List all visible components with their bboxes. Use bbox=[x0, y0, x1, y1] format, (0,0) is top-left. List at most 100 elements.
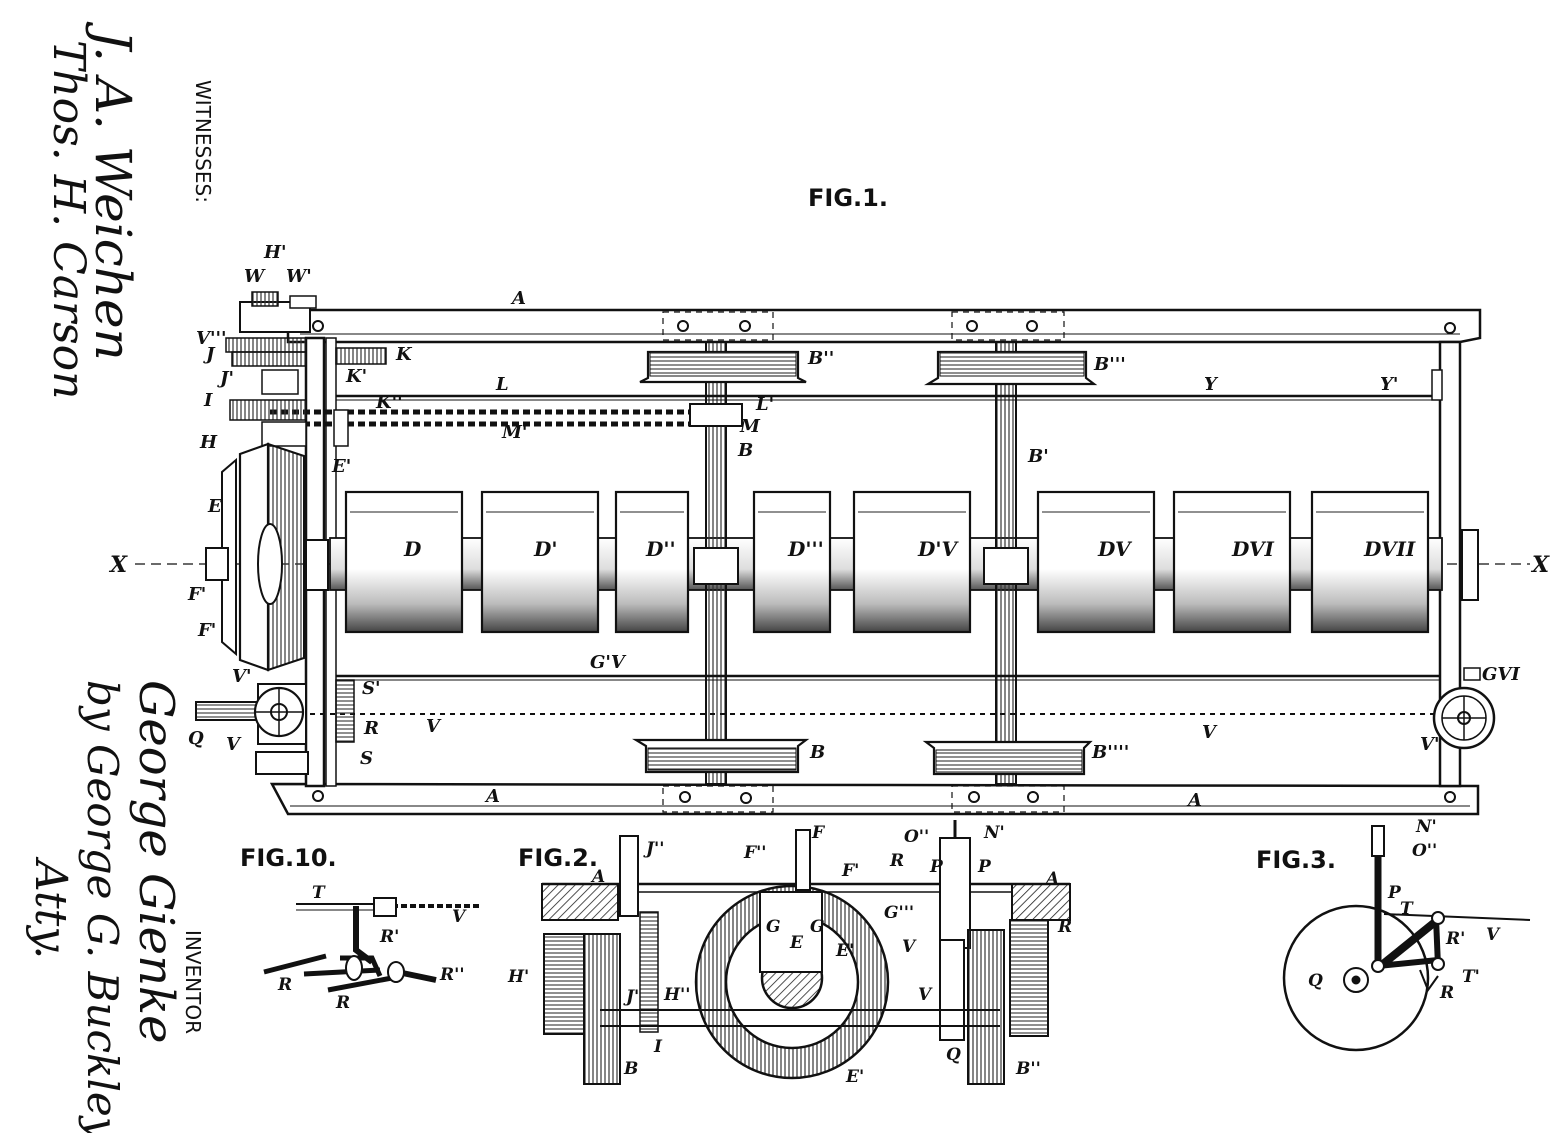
fig1-label-e1: E' bbox=[331, 456, 351, 477]
fig1-label-s1: S' bbox=[362, 678, 381, 699]
frame-rivets bbox=[312, 320, 1456, 804]
fig1-label-w: W bbox=[244, 266, 266, 287]
drum-d2 bbox=[614, 490, 690, 634]
fig2-label-o2: O'' bbox=[904, 827, 929, 847]
fig1-label-x-left: X bbox=[108, 552, 128, 578]
fig1-label-a-top: A bbox=[510, 288, 526, 309]
fig1-label-k2: K'' bbox=[375, 392, 403, 413]
fig10-label-r2: R'' bbox=[439, 965, 465, 985]
fig2-label-r: R bbox=[889, 851, 904, 871]
fig2-label-f: F bbox=[811, 823, 826, 843]
fig2-label-b: B bbox=[623, 1059, 638, 1079]
fig2-label-a-right: A bbox=[1044, 869, 1059, 889]
fig10-label-r1: R' bbox=[379, 927, 399, 947]
drum-d4 bbox=[852, 490, 972, 634]
fig1-label-d7: DVII bbox=[1363, 537, 1416, 561]
drum-d6 bbox=[1172, 490, 1292, 634]
fig10-label-t: T bbox=[312, 883, 326, 903]
left-gear-train bbox=[225, 291, 387, 447]
witnesses-caption: WITNESSES: bbox=[191, 80, 215, 203]
fig2-label-e1-lower: E' bbox=[845, 1067, 864, 1087]
fig1-label-k1: K' bbox=[345, 366, 367, 387]
fig1-label-g4: G'V bbox=[590, 652, 627, 673]
fig2-labels: A A J'' F F'' F' R R P P O'' N' G''' G G… bbox=[507, 823, 1072, 1087]
right-wheel-v1 bbox=[1431, 369, 1496, 750]
fig1-label-w1: W' bbox=[286, 266, 312, 287]
fig2-label-g-right: G bbox=[810, 917, 825, 937]
drum-d1 bbox=[480, 490, 600, 634]
fig1-label-h1: H' bbox=[263, 242, 287, 263]
fig3-caption: FIG.3. bbox=[1256, 846, 1336, 874]
fig1-label-v3: V''' bbox=[196, 328, 227, 349]
fig1-label-e: E bbox=[207, 496, 222, 517]
fig2-label-v-lower: V bbox=[918, 985, 933, 1005]
fig1-label-q: Q bbox=[188, 728, 204, 749]
fig1-label-d: D bbox=[403, 537, 422, 561]
fig1-label-y1: Y' bbox=[1380, 374, 1398, 395]
fig1-label-k: K bbox=[395, 344, 413, 365]
figure-captions: FIG.1. FIG.10. FIG.2. FIG.3. bbox=[240, 184, 1336, 874]
fig3-label-o2: O'' bbox=[1412, 841, 1437, 861]
fig10-caption: FIG.10. bbox=[240, 844, 337, 872]
fig1-label-d2: D'' bbox=[645, 537, 676, 561]
fig1-label-h: H bbox=[199, 432, 218, 453]
fig1-label-l1: L' bbox=[755, 394, 774, 415]
fig2-label-e: E bbox=[789, 933, 804, 953]
fig3-label-q: Q bbox=[1308, 971, 1323, 991]
fig2-label-a-left: A bbox=[590, 867, 605, 887]
fig1-label-i: I bbox=[203, 390, 213, 411]
fig1-drawing bbox=[135, 291, 1530, 816]
fig1-label-d6: DVI bbox=[1231, 537, 1275, 561]
fig1-label-b: B bbox=[737, 440, 753, 461]
bevel-gear-e bbox=[205, 442, 329, 672]
fig2-label-p-right: P bbox=[977, 857, 992, 877]
fig2-label-r-right: R bbox=[1057, 917, 1072, 937]
fig1-label-j1: J' bbox=[217, 368, 234, 389]
fig1-label-b3: B''' bbox=[1093, 354, 1126, 375]
fig1-label-b-lower: B bbox=[809, 742, 825, 763]
fig1-label-y: Y bbox=[1204, 374, 1219, 395]
drum-d7 bbox=[1310, 490, 1430, 634]
fig1-label-v1-right: V' bbox=[1420, 734, 1439, 755]
fig1-label-v: V bbox=[226, 734, 242, 755]
fig10-label-r-left: R bbox=[277, 975, 292, 995]
drum-row bbox=[344, 490, 1430, 634]
fig2-label-g-left: G bbox=[766, 917, 781, 937]
fig1-label-d1: D' bbox=[533, 537, 557, 561]
fig1-labels: A A A B B B' B'' B''' B'''' D D' D'' D''… bbox=[108, 242, 1550, 811]
fig1-label-v1: V' bbox=[232, 666, 251, 687]
fig10-label-v: V bbox=[452, 907, 467, 927]
fig3-label-t1: T' bbox=[1462, 967, 1480, 987]
fig1-label-g6: GVI bbox=[1482, 664, 1520, 685]
fig1-label-r: R bbox=[363, 718, 379, 739]
frame-top-rail bbox=[286, 308, 1482, 344]
fig3-label-v: V bbox=[1486, 925, 1501, 945]
fig10-labels: T V R' R'' R R bbox=[277, 883, 467, 1013]
fig2-label-j2: J'' bbox=[643, 839, 664, 859]
fig2-label-v: V bbox=[902, 937, 917, 957]
inventor-signature-attorney: by George G. Buckley bbox=[78, 680, 127, 1133]
fig10-label-r-mid: R bbox=[335, 993, 350, 1013]
fig3-label-r1: R' bbox=[1445, 929, 1465, 949]
inventor-signature-name: George Gienke bbox=[128, 680, 184, 1044]
fig1-label-x-right: X bbox=[1530, 552, 1550, 578]
fig1-label-s: S bbox=[360, 748, 373, 769]
fig3-label-p: P bbox=[1387, 883, 1402, 903]
fig1-label-m: M bbox=[739, 416, 761, 437]
fig1-caption: FIG.1. bbox=[808, 184, 888, 212]
fig1-label-b4: B'''' bbox=[1091, 742, 1129, 763]
fig2-label-i: I bbox=[653, 1037, 663, 1057]
fig3-label-n1: N' bbox=[1415, 817, 1437, 837]
fig3-label-t: T bbox=[1400, 899, 1414, 919]
fig1-label-b2: B'' bbox=[807, 348, 834, 369]
inventor-signature-atty: Atty. bbox=[25, 856, 76, 959]
drum-d5 bbox=[1036, 490, 1156, 634]
drum-d bbox=[344, 490, 464, 634]
fig1-label-j: J bbox=[203, 344, 216, 365]
fig3-labels: N' O'' P T R' V Q T' R bbox=[1308, 817, 1501, 1003]
inventor-signature: George Gienke by George G. Buckley Atty. bbox=[25, 680, 184, 1138]
fig1-label-l: L bbox=[495, 374, 509, 395]
fig1-label-d4: D'V bbox=[917, 537, 959, 561]
